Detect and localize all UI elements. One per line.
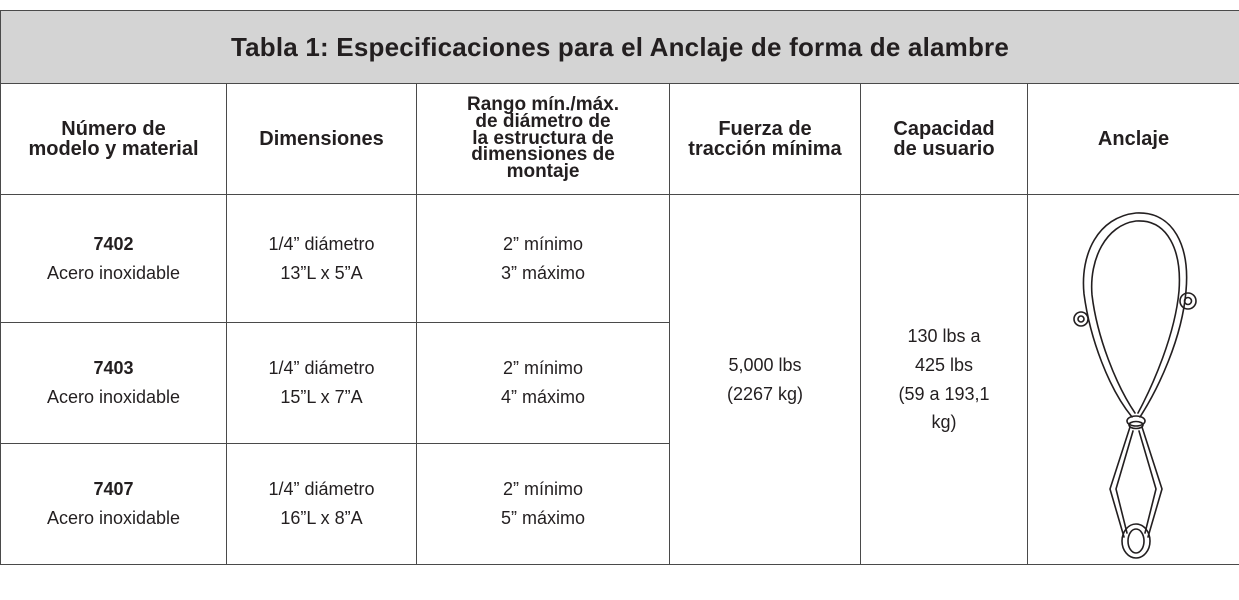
header-row: Número de modelo y material Dimensiones …	[0, 83, 1239, 195]
wire-form-anchor-icon	[1072, 211, 1197, 559]
model-cell: 7407 Acero inoxidable	[0, 443, 227, 565]
header-anchor: Anclaje	[1026, 83, 1239, 195]
model-material: Acero inoxidable	[46, 262, 181, 283]
model-material: Acero inoxidable	[46, 387, 181, 407]
header-capacity: Capacidad de usuario	[860, 83, 1028, 195]
table-row: 7403 Acero inoxidable 1/4” diámetro 15”L…	[0, 322, 1239, 444]
table-row: 7402 Acero inoxidable 1/4” diámetro 13”L…	[0, 194, 1239, 565]
range-cell: 2” mínimo 3” máximo	[416, 194, 670, 323]
dimensions-cell: 1/4” diámetro 16”L x 8”A	[226, 443, 417, 565]
model-number: 7403	[93, 358, 134, 379]
specifications-table: Tabla 1: Especificaciones para el Anclaj…	[0, 10, 1239, 565]
table-row: 7407 Acero inoxidable 1/4” diámetro 16”L…	[0, 443, 1239, 565]
dimensions-cell: 1/4” diámetro 15”L x 7”A	[226, 322, 417, 444]
range-cell: 2” mínimo 4” máximo	[416, 322, 670, 444]
header-strength: Fuerza de tracción mínima	[669, 83, 861, 195]
range-cell: 2” mínimo 5” máximo	[416, 443, 670, 565]
table-title: Tabla 1: Especificaciones para el Anclaj…	[0, 10, 1239, 84]
capacity-cell: 130 lbs a 425 lbs (59 a 193,1 kg)	[860, 194, 1028, 565]
header-dimensions: Dimensiones	[226, 83, 417, 195]
anchor-image-cell	[1026, 194, 1239, 565]
header-model: Número de modelo y material	[0, 83, 227, 195]
model-cell: 7403 Acero inoxidable	[0, 322, 227, 444]
model-cell: 7402 Acero inoxidable	[0, 194, 227, 323]
model-number: 7402	[93, 233, 134, 254]
strength-cell: 5,000 lbs (2267 kg)	[669, 194, 861, 565]
model-number: 7407	[93, 479, 134, 500]
model-material: Acero inoxidable	[46, 508, 181, 528]
dimensions-cell: 1/4” diámetro 13”L x 5”A	[226, 194, 417, 323]
header-range: Rango mín./máx. de diámetro de la estruc…	[416, 83, 670, 195]
